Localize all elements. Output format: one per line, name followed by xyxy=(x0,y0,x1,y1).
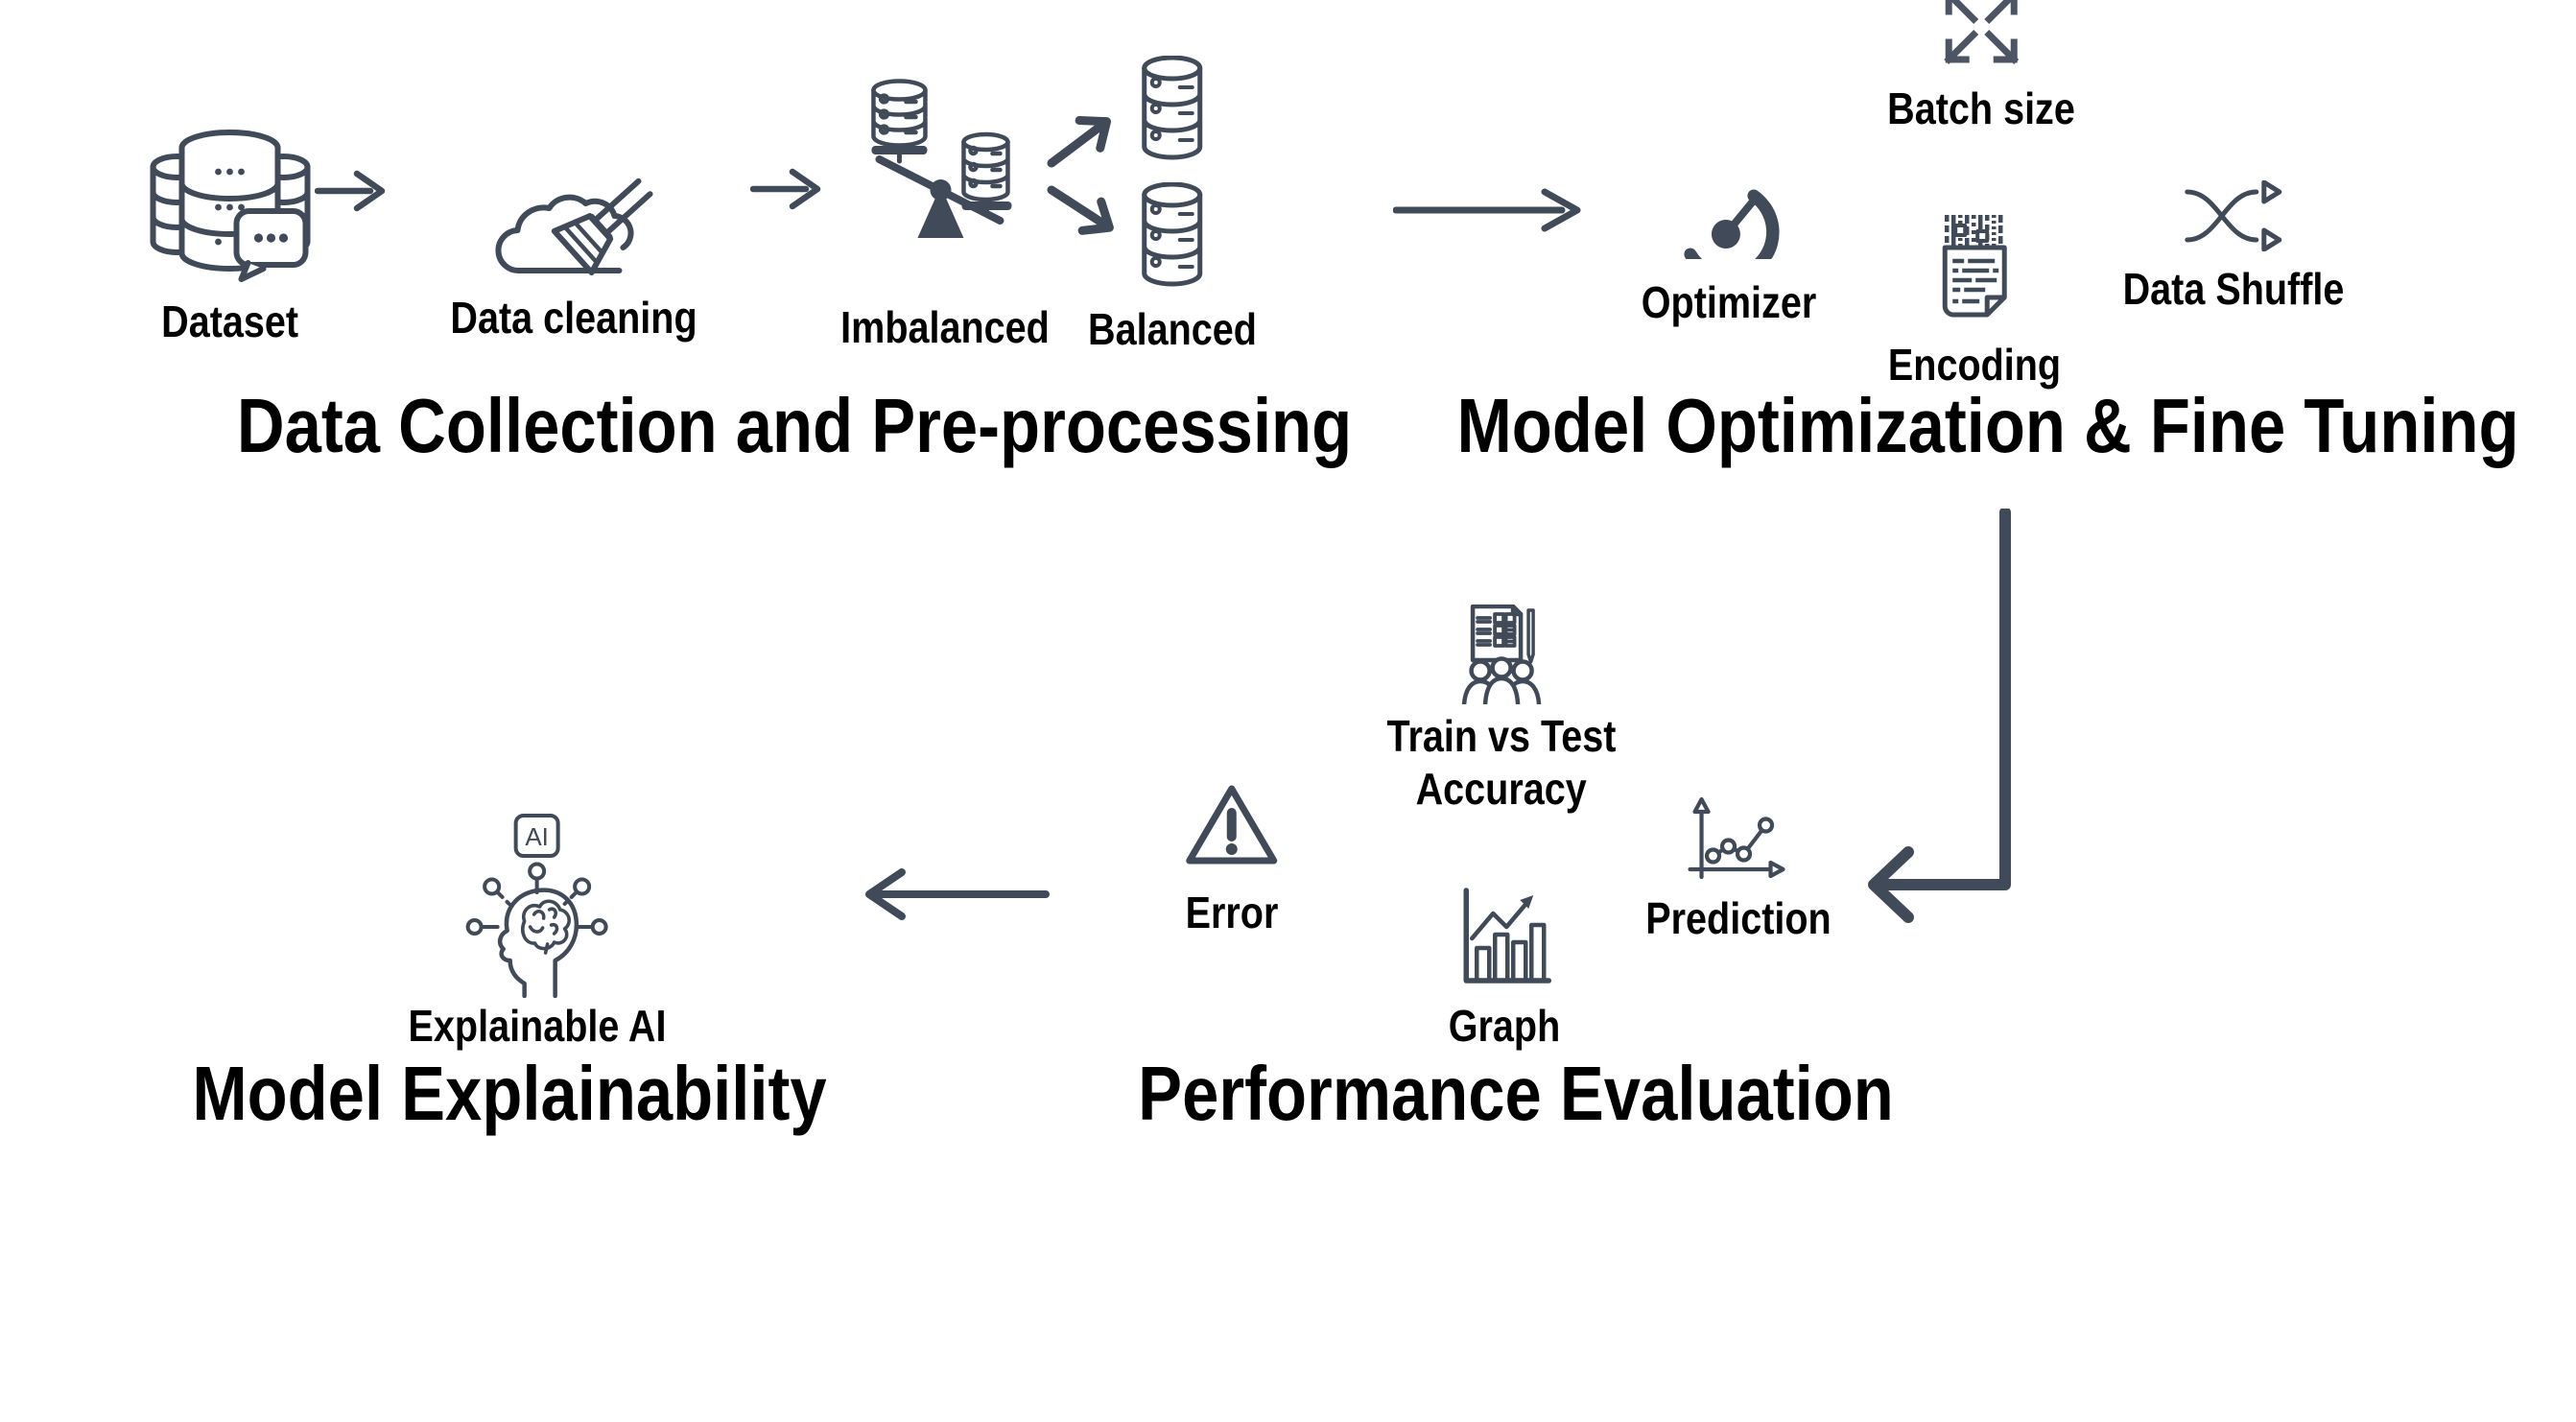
node-label: Balanced xyxy=(1088,304,1257,354)
gauge-icon xyxy=(1671,171,1786,259)
node-label: Imbalanced xyxy=(840,302,1050,352)
bar-chart-icon xyxy=(1456,885,1552,988)
warning-icon xyxy=(1184,783,1280,867)
arrow-dataset-to-cleaning xyxy=(315,169,388,213)
node-error: Error xyxy=(1178,783,1286,939)
section-title-model-explainability: Model Explainability xyxy=(192,1051,827,1136)
node-label: Data cleaning xyxy=(450,293,697,343)
shuffle-icon xyxy=(2184,180,2284,251)
node-label: Train vs Test Accuracy xyxy=(1386,711,1617,815)
section-title-data-collection: Data Collection and Pre-processing xyxy=(236,383,1353,468)
arrow-cleaning-to-imbalanced xyxy=(750,167,823,211)
node-label: Explainable AI xyxy=(408,1001,667,1051)
imbalance-scale-icon xyxy=(866,79,1025,242)
node-imbalanced: Imbalanced xyxy=(823,79,1066,354)
arrow-evaluation-to-explainability xyxy=(856,864,1057,925)
node-balanced: Balanced xyxy=(1075,56,1271,356)
node-label: Batch size xyxy=(1887,83,2075,133)
section-title-model-optimization: Model Optimization & Fine Tuning xyxy=(1456,383,2519,468)
expand-arrows-icon xyxy=(1939,0,2023,69)
node-data-cleaning: Data cleaning xyxy=(430,139,717,344)
node-label: Optimizer xyxy=(1641,277,1817,327)
node-label: Error xyxy=(1185,888,1279,937)
ai-badge-text: AI xyxy=(526,822,550,851)
node-label: Prediction xyxy=(1645,893,1832,943)
broom-cloud-icon xyxy=(485,139,663,278)
database-icon xyxy=(1142,56,1203,288)
node-data-shuffle: Data Shuffle xyxy=(2105,180,2362,316)
ai-head-icon: AI xyxy=(465,814,609,998)
node-prediction: Prediction xyxy=(1631,796,1847,945)
node-optimizer: Optimizer xyxy=(1627,171,1831,329)
node-label: Dataset xyxy=(161,296,299,346)
node-train-vs-test: Train vs Test Accuracy xyxy=(1368,604,1635,816)
node-batch-size: Batch size xyxy=(1872,0,2091,135)
encoded-document-icon xyxy=(1931,213,2018,321)
survey-people-icon xyxy=(1457,604,1546,704)
database-stack-icon xyxy=(147,119,315,284)
node-encoding: Encoding xyxy=(1874,213,2075,391)
split-arrows xyxy=(1046,102,1132,246)
node-dataset: Dataset xyxy=(147,119,315,348)
section-title-performance-evaluation: Performance Evaluation xyxy=(1138,1051,1894,1136)
arrow-balanced-to-optimizer xyxy=(1393,188,1585,232)
node-graph: Graph xyxy=(1439,885,1569,1053)
line-chart-icon xyxy=(1687,796,1790,889)
node-label: Graph xyxy=(1448,1001,1561,1051)
node-label: Data Shuffle xyxy=(2122,264,2345,314)
node-label: Encoding xyxy=(1887,340,2062,390)
elbow-arrow-optimization-to-evaluation xyxy=(1847,509,2020,931)
node-explainable-ai: AI Explainable AI xyxy=(388,814,688,1053)
